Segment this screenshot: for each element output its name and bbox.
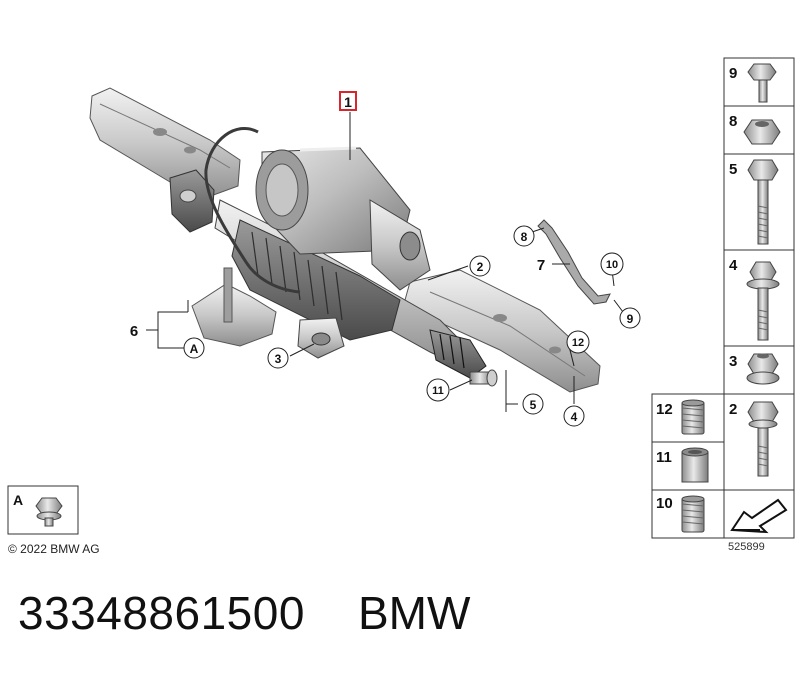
- legend-label-8: 8: [729, 113, 737, 130]
- legend-label-3: 3: [729, 353, 737, 370]
- callout-7[interactable]: 7: [537, 257, 545, 274]
- legend-cell-2[interactable]: 2: [729, 401, 779, 477]
- legend-label-5: 5: [729, 161, 737, 178]
- callout-6[interactable]: 6: [130, 323, 138, 340]
- legend-label-4: 4: [729, 257, 738, 274]
- threaded-insert-icon: [681, 399, 705, 435]
- callout-2[interactable]: 2: [469, 255, 491, 277]
- callout-3[interactable]: 3: [267, 347, 289, 369]
- callout-A-label: A: [190, 342, 199, 356]
- flange-bolt-icon: [747, 63, 777, 103]
- callout-3-label: 3: [275, 352, 282, 366]
- mount-bracket-lower: [297, 317, 345, 359]
- callout-5[interactable]: 5: [522, 393, 544, 415]
- legend-cell-8[interactable]: 8: [729, 113, 781, 145]
- arrow-icon: [730, 498, 788, 534]
- bolt-with-washer-icon: [746, 261, 780, 341]
- electric-motor: [255, 146, 431, 291]
- steering-rack-assembly: [89, 87, 611, 393]
- callout-12-label: 12: [572, 337, 584, 349]
- long-bolt-icon: [747, 159, 779, 245]
- callout-9[interactable]: 9: [619, 307, 641, 329]
- sleeve-icon: [681, 447, 709, 483]
- callout-1[interactable]: 1: [339, 91, 357, 111]
- legend-cell-arrow[interactable]: [730, 498, 788, 534]
- legend-cell-4[interactable]: 4: [729, 257, 780, 341]
- legend-cell-9[interactable]: 9: [729, 63, 777, 103]
- callout-8[interactable]: 8: [513, 225, 535, 247]
- callout-4-label: 4: [571, 410, 578, 424]
- legend-label-10: 10: [656, 495, 673, 512]
- callout-6-label: 6: [130, 323, 138, 340]
- legend-label-2: 2: [729, 401, 737, 418]
- legend-cell-A[interactable]: A: [7, 485, 79, 535]
- callout-A[interactable]: A: [183, 337, 205, 359]
- callout-9-label: 9: [627, 312, 634, 326]
- callout-1-label: 1: [344, 94, 352, 110]
- legend-cell-5[interactable]: 5: [729, 159, 779, 245]
- legend-cell-11[interactable]: 11: [656, 447, 709, 483]
- threaded-insert-small-icon: [681, 495, 705, 533]
- parts-legend-grid: 9 8 5: [651, 57, 795, 539]
- diagram-reference-number: 525899: [728, 541, 765, 553]
- collar-nut-icon: [746, 353, 780, 385]
- callout-12[interactable]: 12: [566, 330, 590, 354]
- callout-11-label: 11: [432, 385, 444, 397]
- brand-name: BMW: [358, 587, 471, 639]
- legend-label-12: 12: [656, 401, 673, 418]
- legend-label-A: A: [13, 492, 23, 508]
- bolt-a-icon: [35, 497, 63, 527]
- retaining-strap-7: [537, 219, 611, 305]
- long-flange-bolt-icon: [747, 401, 779, 477]
- legend-cell-12[interactable]: 12: [656, 399, 705, 435]
- callout-8-label: 8: [521, 230, 528, 244]
- carrier-arm-left: [89, 87, 241, 201]
- legend-cell-3[interactable]: 3: [729, 353, 780, 385]
- callout-labels: 1 2 3 4 5 6 7 8 9: [130, 91, 641, 427]
- callout-11[interactable]: 11: [426, 378, 450, 402]
- legend-label-11: 11: [656, 449, 672, 466]
- callout-4[interactable]: 4: [563, 405, 585, 427]
- copyright-notice: © 2022 BMW AG: [8, 542, 100, 556]
- callout-10-label: 10: [606, 259, 618, 271]
- callout-10[interactable]: 10: [600, 252, 624, 276]
- legend-cell-10[interactable]: 10: [656, 495, 705, 533]
- wiring-harness: [204, 126, 301, 294]
- callout-7-label: 7: [537, 257, 545, 274]
- nut-icon: [743, 119, 781, 145]
- callout-5-label: 5: [530, 398, 537, 412]
- part-number: 33348861500: [18, 587, 305, 639]
- legend-label-9: 9: [729, 65, 737, 82]
- callout-2-label: 2: [477, 260, 484, 274]
- bolt-11-on-rack: [469, 369, 498, 387]
